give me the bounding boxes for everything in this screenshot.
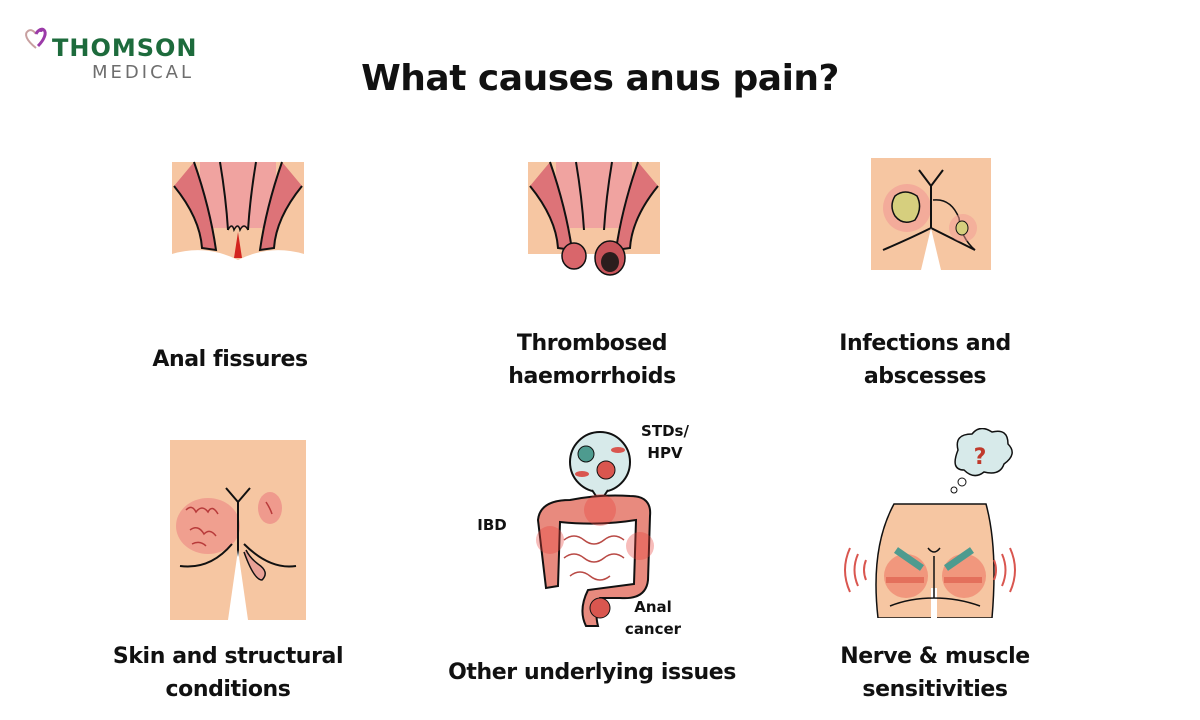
cause-label: Infections and abscesses — [839, 331, 1011, 389]
page-title: What causes anus pain? — [361, 58, 839, 99]
svg-text:?: ? — [974, 445, 987, 470]
thrombosed-haemorrhoid-illustration — [528, 161, 660, 276]
nerve-muscle-illustration: ? — [844, 428, 1016, 618]
cause-label: Skin and structural conditions — [112, 644, 344, 702]
cause-label: Thrombosed haemorrhoids — [508, 331, 676, 389]
annotation-anal-cancer: Anal cancer — [624, 598, 682, 638]
cause-label: Nerve & muscle sensitivities — [840, 644, 1030, 702]
logo-brand-sub: MEDICAL — [92, 62, 194, 83]
logo-brand-name: THOMSON — [52, 34, 198, 62]
annotation-stds-hpv: STDs/ HPV — [641, 422, 689, 462]
annotation-ibd: IBD — [477, 516, 507, 534]
colon-illustration — [536, 431, 654, 627]
abscess-illustration — [871, 158, 991, 270]
heart-logo-icon — [25, 27, 47, 49]
anal-fissure-illustration — [172, 161, 304, 260]
cause-label: Other underlying issues — [448, 660, 736, 685]
thomson-medical-logo: THOMSON MEDICAL — [22, 26, 222, 86]
cause-label: Anal fissures — [152, 347, 308, 372]
skin-condition-illustration — [170, 440, 306, 620]
